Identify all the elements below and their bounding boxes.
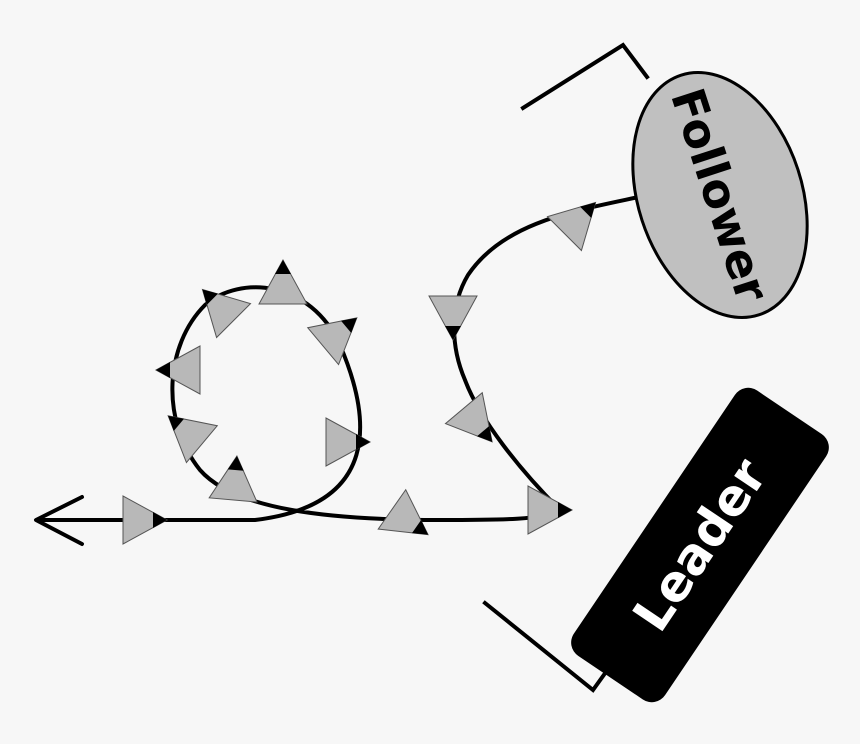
direction-marker: [428, 295, 478, 342]
follower-node: Follower: [631, 71, 809, 319]
follower-bracket: [520, 42, 650, 111]
direction-marker: [167, 415, 219, 464]
direction-marker: [325, 417, 372, 467]
travel-path: [38, 193, 650, 522]
direction-marker: [258, 258, 308, 305]
leader-node: Leader: [571, 387, 829, 703]
direction-marker: [546, 201, 597, 252]
follower-ellipse: [631, 71, 809, 319]
direction-marker: [122, 495, 169, 545]
direction-marker: [306, 317, 358, 366]
direction-markers: [122, 201, 597, 545]
exit-arrowhead: [34, 495, 84, 546]
direction-marker: [377, 488, 429, 536]
direction-marker: [201, 288, 252, 339]
direction-marker: [444, 391, 493, 443]
direction-marker: [208, 455, 258, 503]
direction-marker: [527, 485, 574, 535]
leader-box: [571, 387, 829, 703]
direction-marker: [154, 345, 201, 395]
